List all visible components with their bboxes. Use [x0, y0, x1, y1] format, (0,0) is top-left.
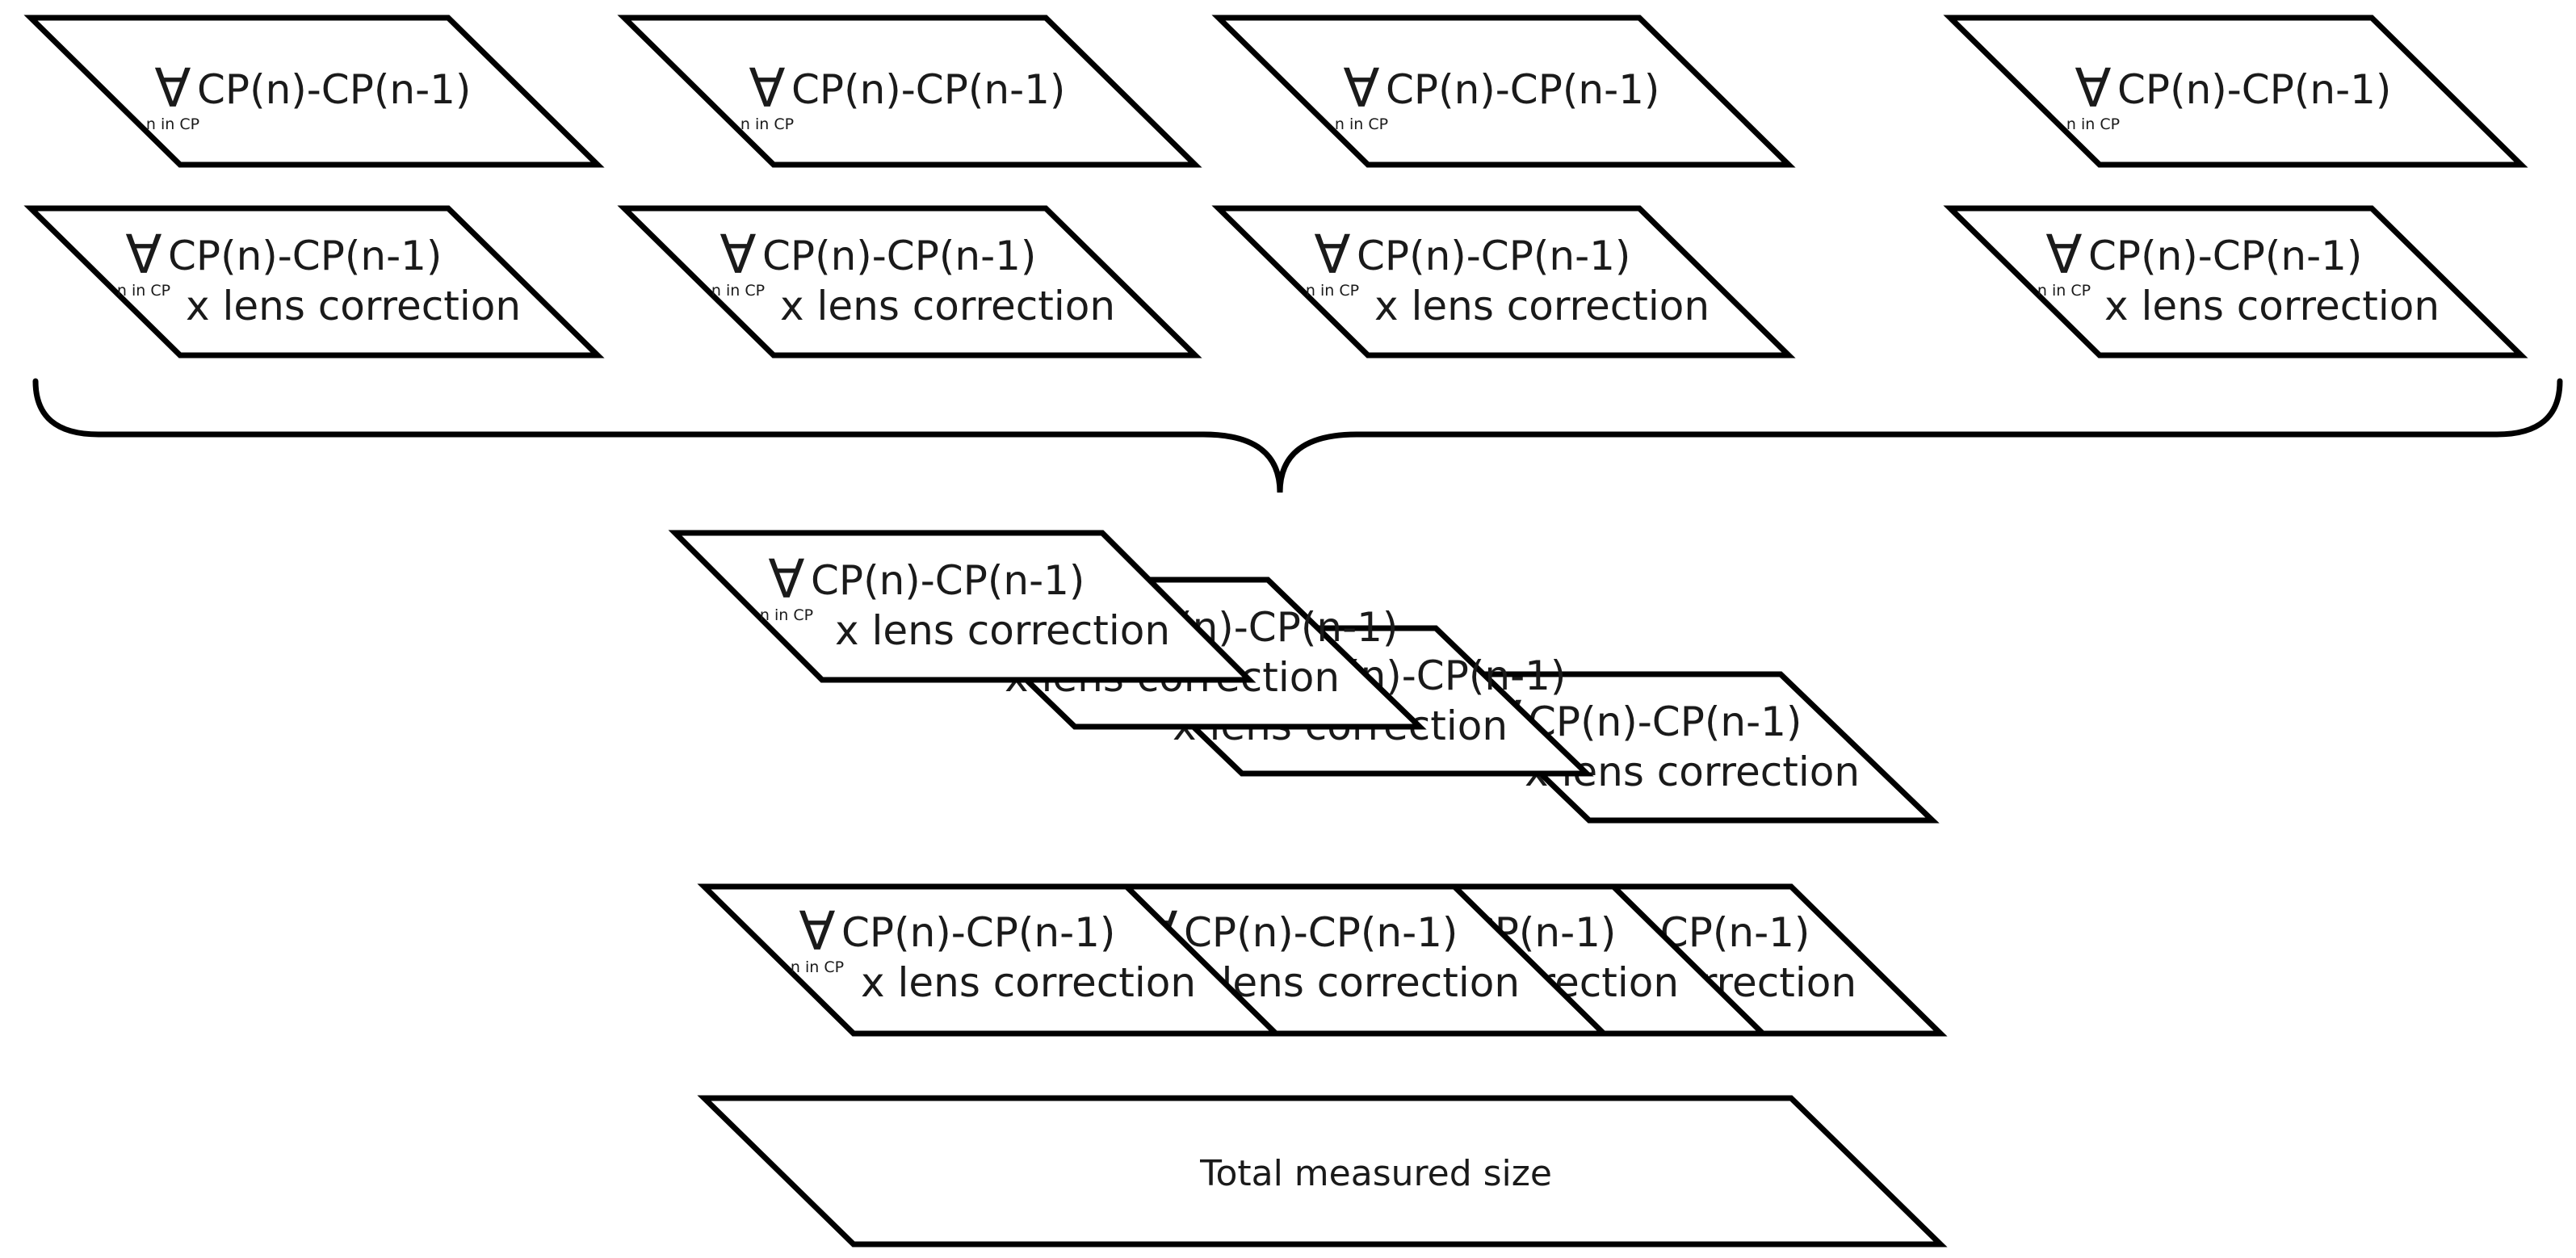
measurement-forall-subscript: n in CP [740, 115, 794, 133]
corrected-forall-symbol: ∀ [125, 224, 162, 286]
corrected-forall-symbol: ∀ [1314, 224, 1350, 286]
compressed-forall-subscript: n in CP [791, 958, 844, 976]
stacked-expression: CP(n)-CP(n-1) [1528, 698, 1802, 745]
corrected-parallelogram [1943, 205, 2528, 359]
stacked-expression: CP(n)-CP(n-1) [811, 557, 1085, 604]
total-parallelogram [697, 1095, 1948, 1248]
corrected-correction: x lens correction [1374, 283, 1710, 329]
measurement-forall-symbol: ∀ [154, 57, 191, 120]
measurement-box: ∀n in CP CP(n)-CP(n-1) [617, 15, 1202, 168]
stacked-parallelogram [668, 530, 1257, 683]
measurement-expression: CP(n)-CP(n-1) [2117, 66, 2391, 113]
measurement-box: ∀n in CP CP(n)-CP(n-1) [1943, 15, 2528, 168]
measurement-expression: CP(n)-CP(n-1) [1386, 66, 1659, 113]
grouping-brace [32, 378, 2563, 493]
total-label: Total measured size [1199, 1153, 1552, 1194]
measurement-box: ∀n in CP CP(n)-CP(n-1) [23, 15, 605, 168]
corrected-expression: CP(n)-CP(n-1) [762, 233, 1036, 279]
measurement-forall-subscript: n in CP [1335, 115, 1388, 133]
corrected-expression: CP(n)-CP(n-1) [2088, 233, 2362, 279]
corrected-forall-subscript: n in CP [2037, 282, 2091, 300]
measurement-forall-symbol: ∀ [1343, 57, 1379, 120]
corrected-measurement-box: ∀n in CP CP(n)-CP(n-1)x lens correction [1211, 205, 1796, 359]
compressed-measurement-box: ∀n in CP CP(n)-CP(n-1)x lens correction [697, 883, 1283, 1037]
measurement-box: ∀n in CP CP(n)-CP(n-1) [1211, 15, 1796, 168]
compressed-parallelogram [697, 883, 1283, 1037]
corrected-correction: x lens correction [780, 283, 1115, 329]
corrected-parallelogram [23, 205, 605, 359]
stacked-measurement-box: ∀n in CP CP(n)-CP(n-1)x lens correction [668, 530, 1257, 683]
corrected-measurement-box: ∀n in CP CP(n)-CP(n-1)x lens correction [617, 205, 1202, 359]
corrected-correction: x lens correction [2104, 283, 2440, 329]
corrected-measurement-box: ∀n in CP CP(n)-CP(n-1)x lens correction [23, 205, 605, 359]
measurement-expression: CP(n)-CP(n-1) [791, 66, 1065, 113]
measurement-forall-subscript: n in CP [146, 115, 199, 133]
measurement-forall-symbol: ∀ [2075, 57, 2111, 120]
corrected-measurement-box: ∀n in CP CP(n)-CP(n-1)x lens correction [1943, 205, 2528, 359]
corrected-parallelogram [617, 205, 1202, 359]
corrected-expression: CP(n)-CP(n-1) [1357, 233, 1630, 279]
corrected-forall-symbol: ∀ [720, 224, 756, 286]
corrected-forall-subscript: n in CP [711, 282, 765, 300]
measurement-parallelogram [617, 15, 1202, 168]
corrected-forall-symbol: ∀ [2045, 224, 2082, 286]
measurement-forall-symbol: ∀ [749, 57, 785, 120]
corrected-correction: x lens correction [186, 283, 521, 329]
corrected-parallelogram [1211, 205, 1796, 359]
compressed-expression: CP(n)-CP(n-1) [841, 909, 1115, 956]
compressed-correction: x lens correction [861, 959, 1196, 1006]
stacked-correction: x lens correction [835, 607, 1170, 654]
stacked-forall-symbol: ∀ [768, 548, 804, 610]
corrected-expression: CP(n)-CP(n-1) [168, 233, 442, 279]
measurement-parallelogram [1943, 15, 2528, 168]
compressed-expression: CP(n)-CP(n-1) [1184, 909, 1458, 956]
compressed-forall-symbol: ∀ [799, 900, 835, 962]
measurement-forall-subscript: n in CP [2066, 115, 2120, 133]
total-box: Total measured size [697, 1095, 1948, 1248]
corrected-forall-subscript: n in CP [117, 282, 170, 300]
stacked-forall-subscript: n in CP [760, 606, 813, 624]
measurement-parallelogram [1211, 15, 1796, 168]
measurement-parallelogram [23, 15, 605, 168]
measurement-expression: CP(n)-CP(n-1) [197, 66, 471, 113]
corrected-forall-subscript: n in CP [1306, 282, 1359, 300]
